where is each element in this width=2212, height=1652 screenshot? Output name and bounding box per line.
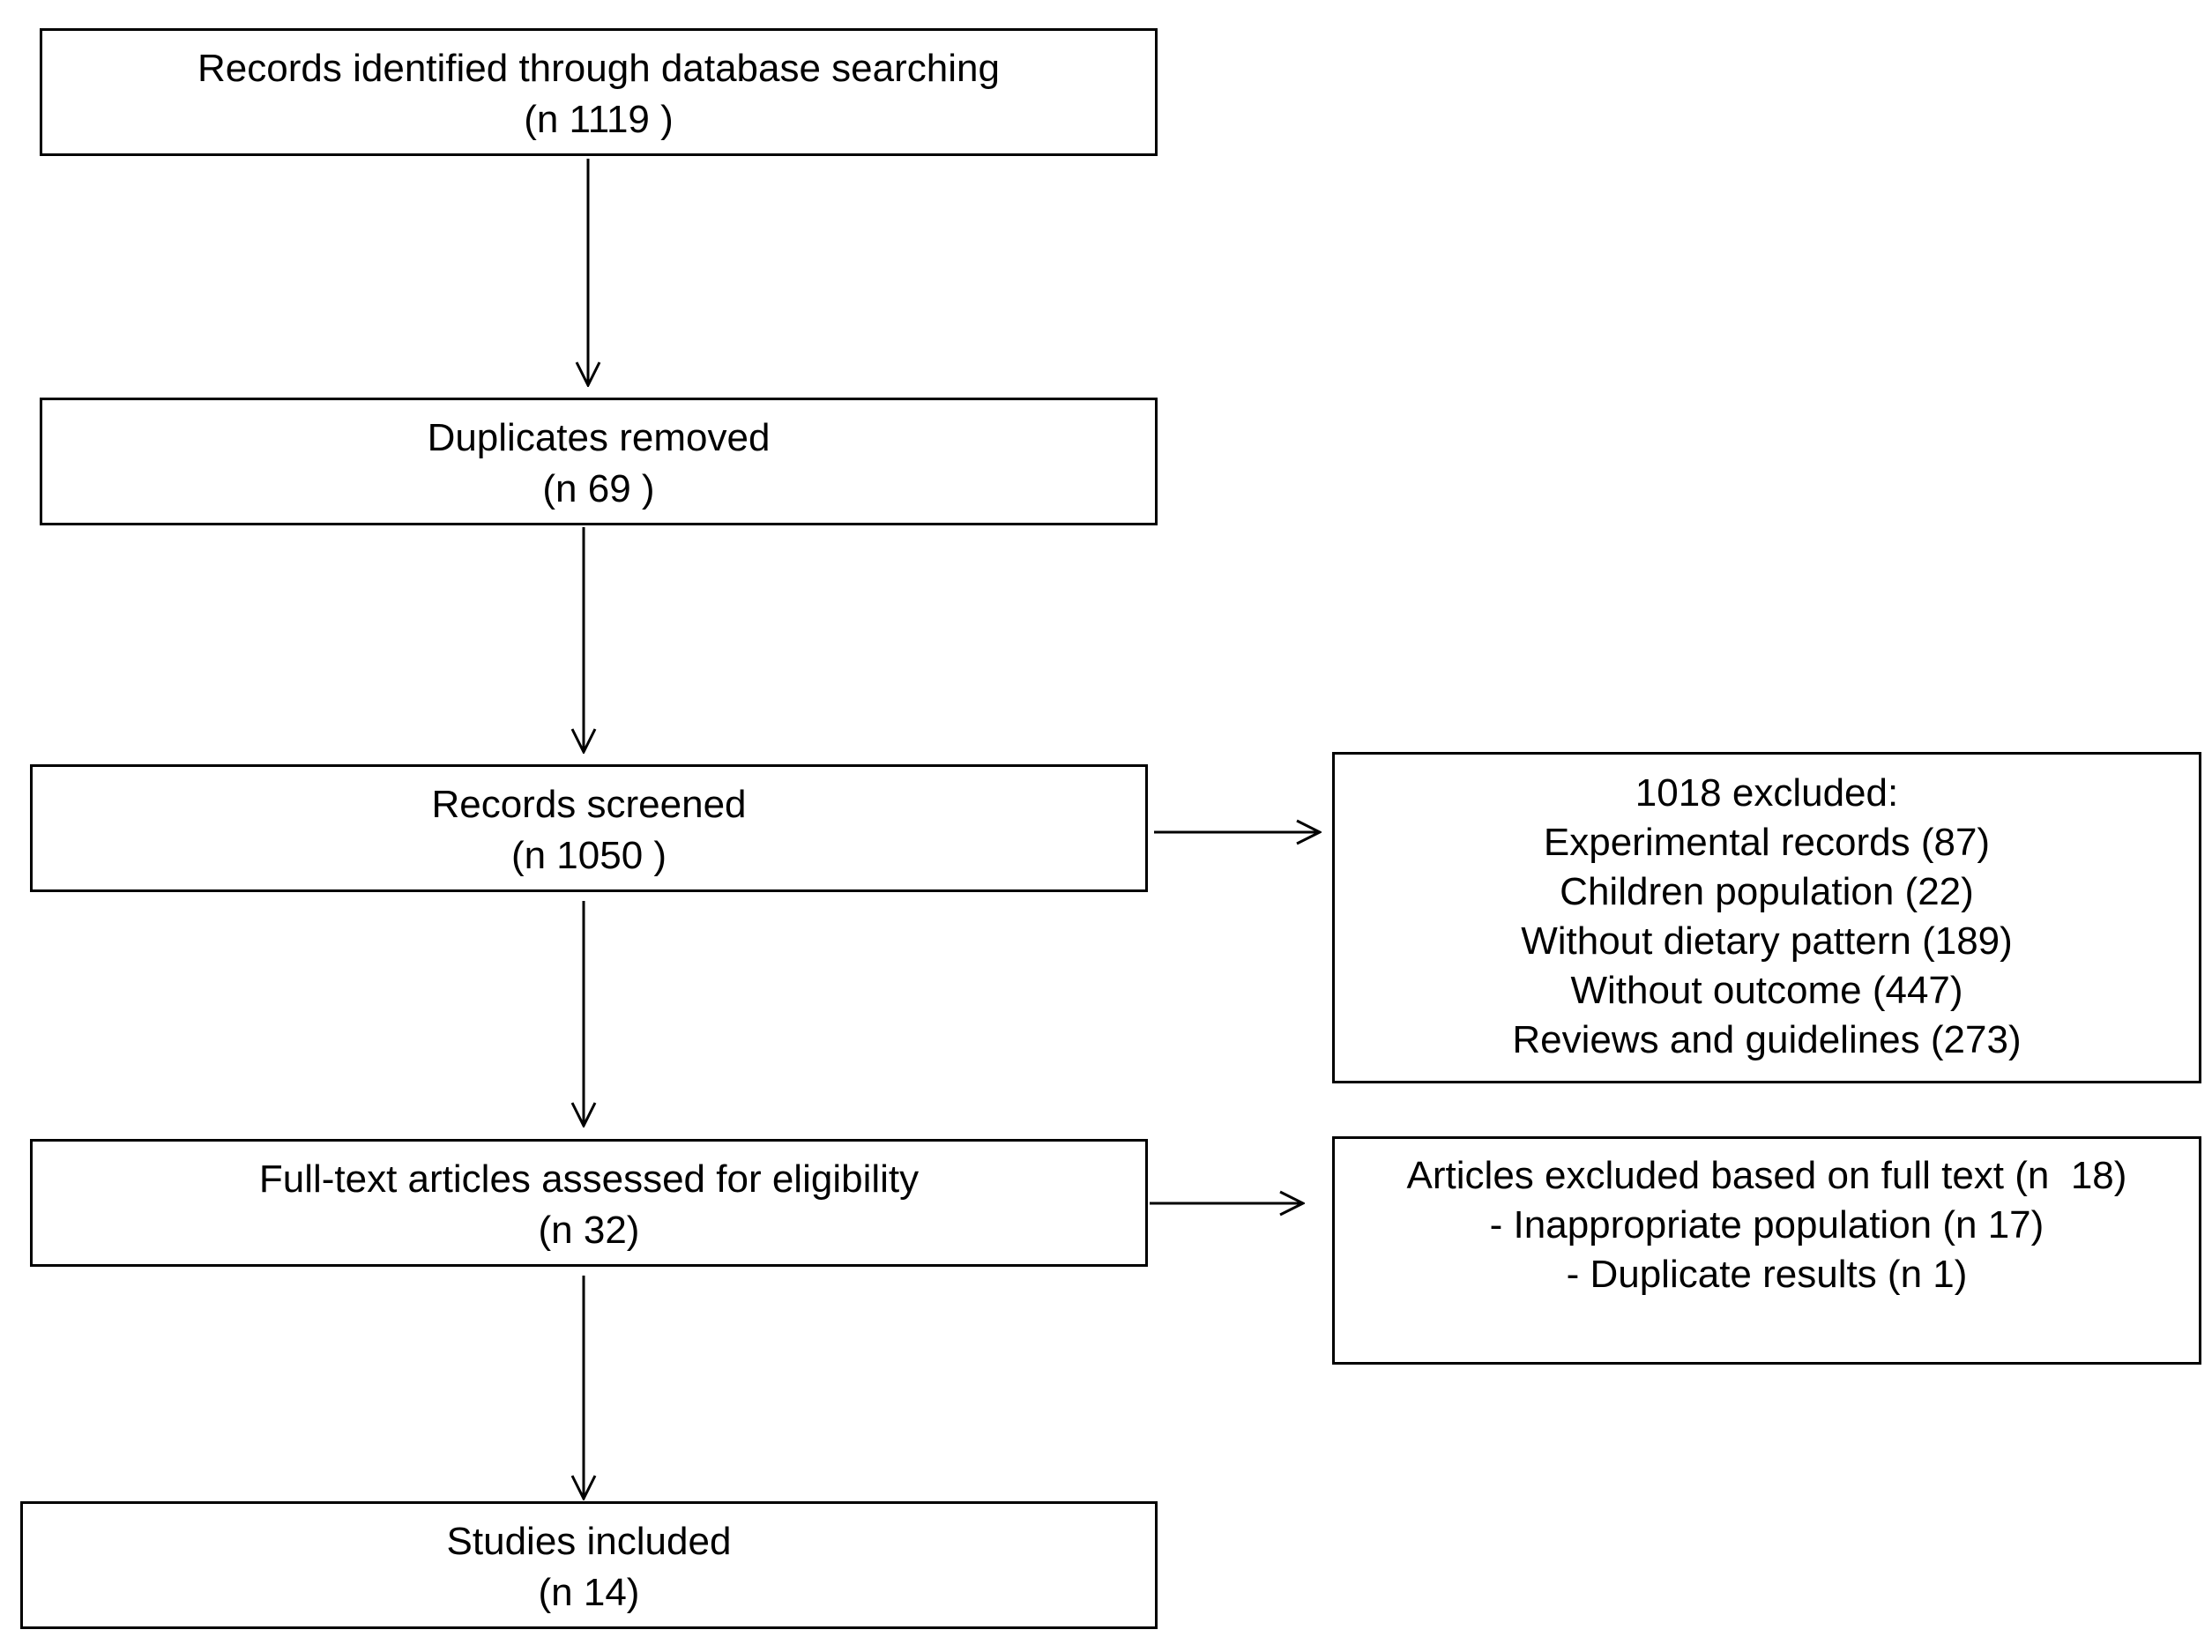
duplicates-removed-label: Duplicates removed [427, 416, 771, 459]
exclusion-item: Without dietary pattern (189) [1521, 919, 2013, 963]
records-identified-box: Records identified through database sear… [40, 28, 1158, 156]
records-screened-count: (n 1050 ) [510, 834, 667, 877]
fulltext-assessed-box: Full-text articles assessed for eligibil… [30, 1139, 1148, 1267]
exclusion-item: - Inappropriate population (n 17) [1489, 1203, 2044, 1246]
fulltext-assessed-count: (n 32) [538, 1209, 640, 1252]
exclusion-item: Children population (22) [1560, 870, 1974, 913]
fulltext-assessed-label: Full-text articles assessed for eligibil… [258, 1157, 920, 1201]
records-screened-box: Records screened (n 1050 ) [30, 764, 1148, 892]
studies-included-box: Studies included (n 14) [20, 1501, 1158, 1629]
screening-exclusions-title: 1018 excluded: [1635, 771, 1899, 815]
records-screened-label: Records screened [431, 783, 747, 826]
exclusion-item: Experimental records (87) [1543, 821, 1991, 864]
studies-included-count: (n 14) [538, 1571, 640, 1614]
fulltext-exclusions-box: Articles excluded based on full text (n … [1332, 1136, 2201, 1365]
screening-exclusions-box: 1018 excluded: Experimental records (87)… [1332, 752, 2201, 1083]
studies-included-label: Studies included [446, 1520, 732, 1563]
duplicates-removed-count: (n 69 ) [542, 467, 655, 510]
exclusion-item: Reviews and guidelines (273) [1512, 1018, 2022, 1061]
records-identified-count: (n 1119 ) [524, 98, 674, 141]
exclusion-item: - Duplicate results (n 1) [1566, 1253, 1968, 1296]
records-identified-label: Records identified through database sear… [197, 47, 1000, 90]
exclusion-item: Without outcome (447) [1570, 969, 1963, 1012]
duplicates-removed-box: Duplicates removed (n 69 ) [40, 398, 1158, 525]
fulltext-exclusions-title: Articles excluded based on full text (n … [1406, 1154, 2127, 1197]
